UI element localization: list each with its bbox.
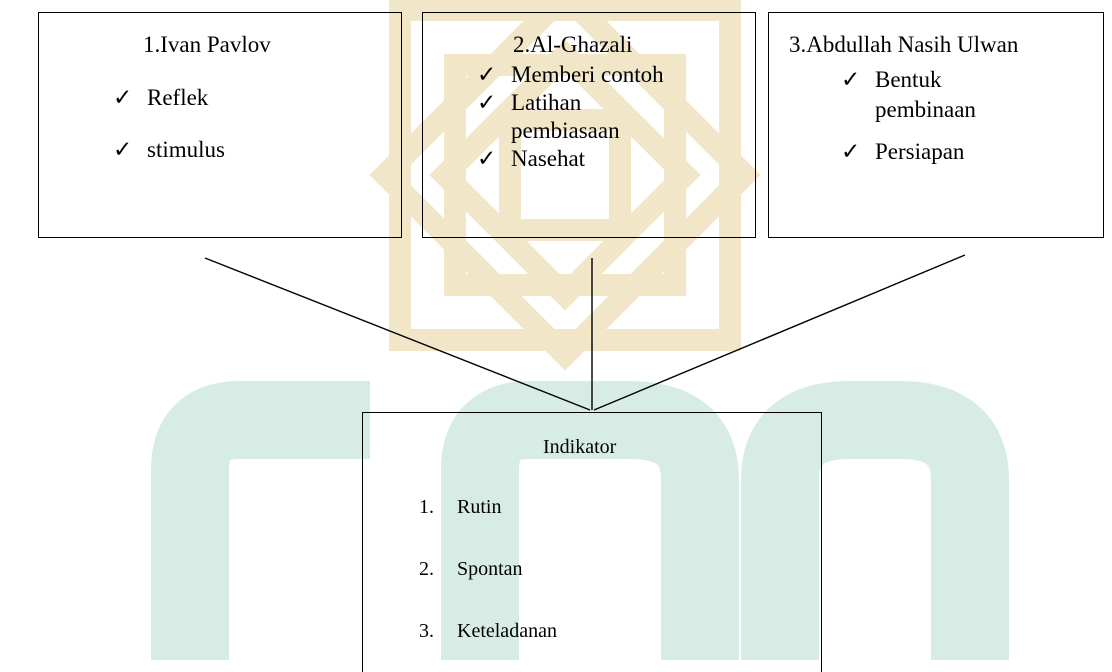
list-item-label: stimulus [147,137,225,162]
checkmark-icon: ✓ [477,146,497,171]
box-abdullah-nasih-ulwan: 3.Abdullah Nasih Ulwan ✓ Bentuk pembinaa… [768,12,1104,238]
list-item: ✓ Bentuk pembinaan [841,65,995,125]
check-list: ✓ Memberi contoh ✓ Latihan pembiasaan ✓ … [477,61,664,173]
watermark-knot-icon [369,0,761,371]
checkmark-icon: ✓ [477,90,497,115]
list-item-label: Persiapan [875,139,965,164]
box-al-ghazali: 2.Al-Ghazali ✓ Memberi contoh ✓ Latihan … [422,12,756,238]
checkmark-icon: ✓ [113,137,133,162]
indicator-list: 1. Rutin 2. Spontan 3. Keteladanan [419,496,557,643]
box-title: 1.Ivan Pavlov [143,32,271,57]
list-item: ✓ Memberi contoh [477,61,664,89]
list-item-label: Nasehat [511,146,586,171]
list-item: ✓ Reflek [113,85,225,137]
list-item-label: Memberi contoh [511,62,664,87]
list-item: ✓ stimulus [113,137,225,163]
list-item: 2. Spontan [419,558,557,620]
box-title: 2.Al-Ghazali [513,32,633,57]
list-item: ✓ Nasehat [477,145,664,173]
checkmark-icon: ✓ [841,139,861,164]
connector-line-right [593,254,966,411]
box-title: 3.Abdullah Nasih Ulwan [789,32,1019,57]
list-item-label: Keteladanan [457,620,557,642]
box-indikator: Indikator 1. Rutin 2. Spontan 3. Ketelad… [362,412,822,672]
list-number: 1. [419,496,434,518]
checkmark-icon: ✓ [477,62,497,87]
list-item: 3. Keteladanan [419,620,557,643]
box-ivan-pavlov: 1.Ivan Pavlov ✓ Reflek ✓ stimulus [38,12,402,238]
list-item: 1. Rutin [419,496,557,558]
check-list: ✓ Bentuk pembinaan ✓ Persiapan [841,65,995,167]
checkmark-icon: ✓ [841,67,861,92]
connector-line-left [204,257,591,411]
list-number: 2. [419,558,434,580]
watermark-arch-icon [151,381,1009,660]
check-list: ✓ Reflek ✓ stimulus [113,85,225,163]
list-item: ✓ Latihan pembiasaan [477,89,631,145]
list-item-label: Reflek [147,85,209,110]
indicator-title: Indikator [543,436,617,458]
list-item: ✓ Persiapan [841,137,995,167]
list-item-label: Latihan pembiasaan [511,90,620,143]
list-item-label: Spontan [457,558,523,580]
list-item-label: Bentuk pembinaan [875,67,976,122]
checkmark-icon: ✓ [113,85,133,110]
list-item-label: Rutin [457,496,502,518]
list-number: 3. [419,620,434,642]
